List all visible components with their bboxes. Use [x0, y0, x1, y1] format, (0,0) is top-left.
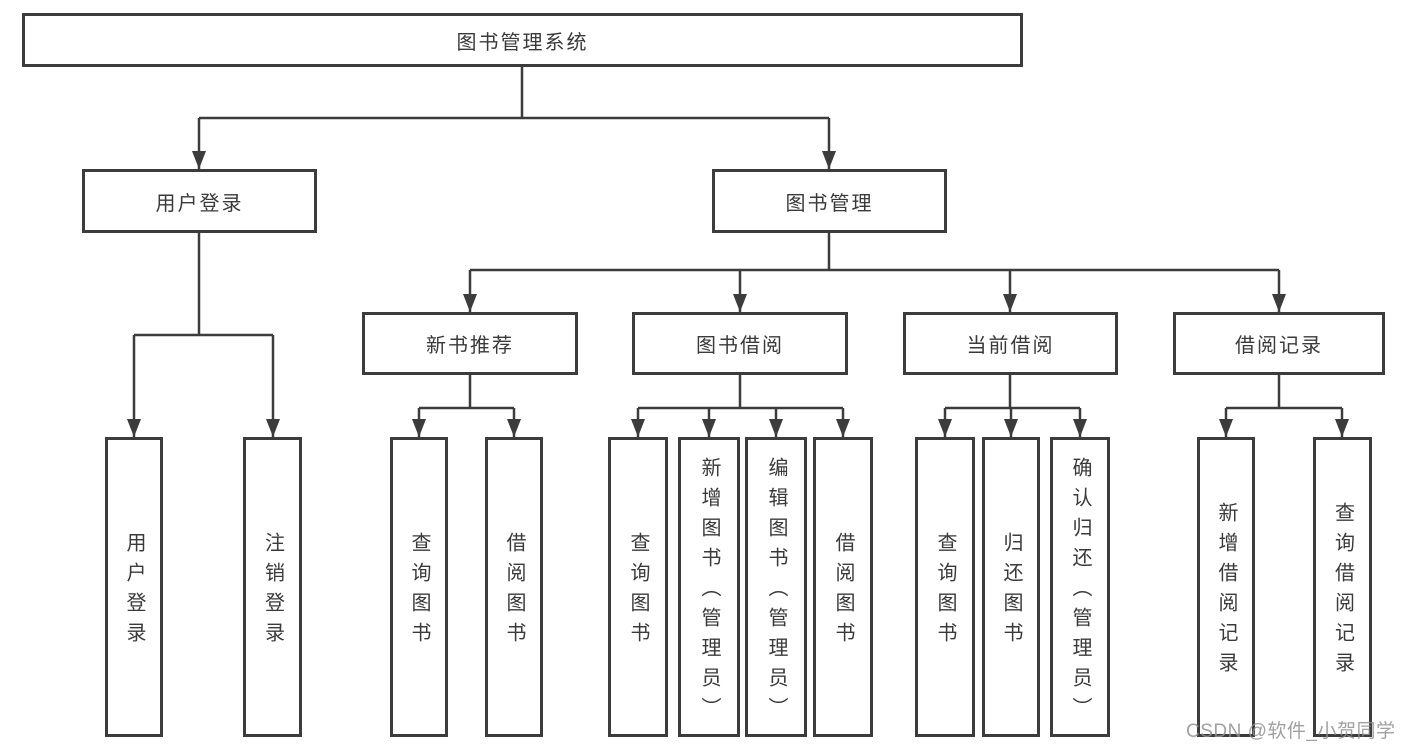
node-root-library-system: 图书管理系统 — [22, 13, 1023, 67]
leaf-borrow-add-books-admin: 新增图书（管理员） — [678, 437, 740, 737]
node-label: 图书借阅 — [696, 335, 784, 357]
leaf-label: 查询图书 — [408, 532, 430, 652]
leaf-current-query-books: 查询图书 — [915, 437, 975, 737]
leaf-label: 编辑图书（管理员） — [765, 457, 787, 727]
node-book-borrow: 图书借阅 — [632, 312, 848, 375]
leaf-records-add-record: 新增借阅记录 — [1197, 437, 1255, 737]
leaf-current-confirm-return-admin: 确认归还（管理员） — [1050, 437, 1110, 737]
node-label: 图书管理 — [785, 192, 874, 215]
node-current-borrow: 当前借阅 — [903, 312, 1118, 375]
node-label: 用户登录 — [155, 192, 244, 215]
leaf-label: 用户登录 — [123, 532, 145, 652]
leaf-records-query-record: 查询借阅记录 — [1313, 437, 1372, 737]
node-new-book-recommend: 新书推荐 — [362, 312, 578, 375]
leaf-label: 查询图书 — [627, 532, 649, 652]
leaf-user-login: 用户登录 — [105, 437, 163, 737]
leaf-label: 借阅图书 — [832, 532, 854, 652]
leaf-logout: 注销登录 — [243, 437, 302, 737]
leaf-label: 归还图书 — [1000, 532, 1022, 652]
leaf-label: 新增借阅记录 — [1215, 502, 1237, 682]
node-label: 借阅记录 — [1235, 335, 1323, 357]
leaf-label: 新增图书（管理员） — [698, 457, 720, 727]
leaf-borrow-edit-books-admin: 编辑图书（管理员） — [745, 437, 807, 737]
node-label: 新书推荐 — [426, 335, 514, 357]
node-label: 当前借阅 — [966, 335, 1055, 357]
node-label: 图书管理系统 — [456, 31, 589, 54]
leaf-current-return-books: 归还图书 — [982, 437, 1040, 737]
leaf-label: 查询借阅记录 — [1331, 502, 1354, 682]
leaf-recommend-borrow-books: 借阅图书 — [485, 437, 543, 737]
leaf-label: 查询图书 — [934, 532, 956, 652]
leaf-label: 借阅图书 — [503, 532, 525, 652]
node-borrow-records: 借阅记录 — [1173, 312, 1385, 375]
leaf-label: 确认归还（管理员） — [1069, 457, 1091, 727]
csdn-watermark: CSDN @软件_小贺同学 — [1186, 721, 1396, 742]
leaf-recommend-query-books: 查询图书 — [390, 437, 448, 737]
leaf-borrow-borrow-books: 借阅图书 — [813, 437, 873, 737]
leaf-borrow-query-books: 查询图书 — [608, 437, 668, 737]
leaf-label: 注销登录 — [261, 532, 284, 652]
node-book-management: 图书管理 — [712, 169, 947, 233]
node-user-login: 用户登录 — [82, 169, 317, 233]
